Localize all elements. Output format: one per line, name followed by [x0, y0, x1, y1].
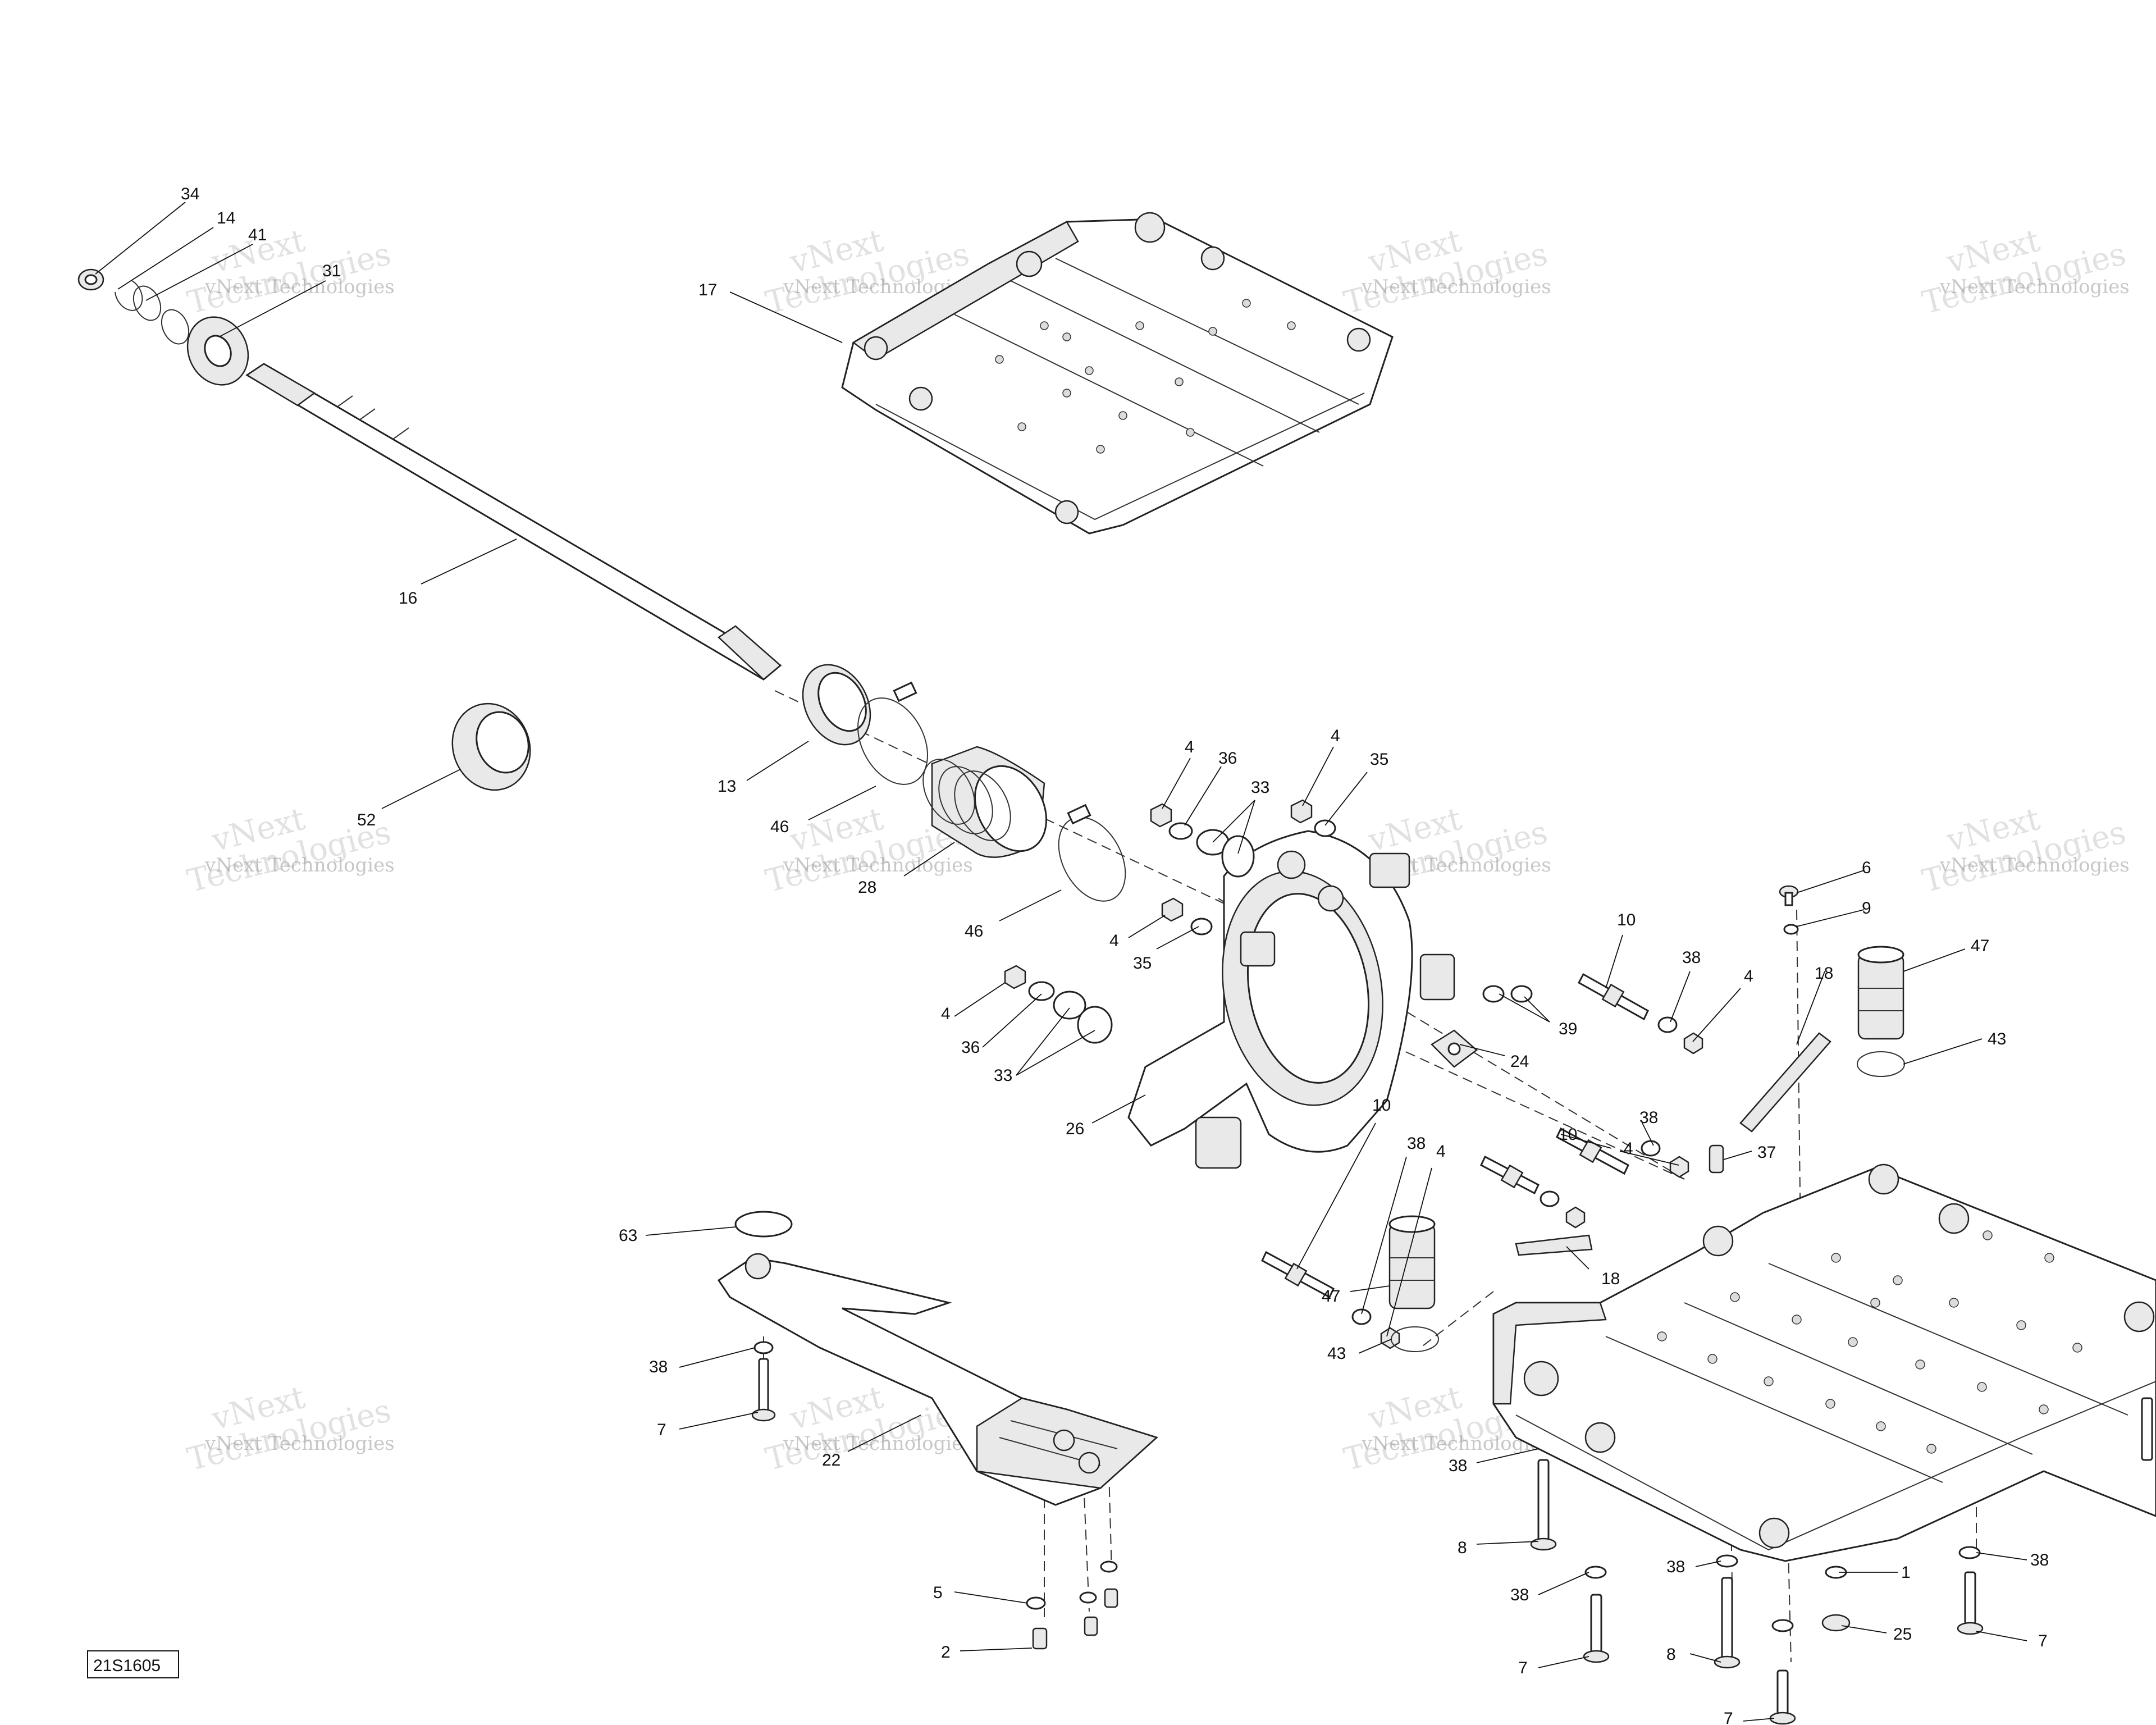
fastener-group-pump [1004, 799, 1703, 1349]
callout-label: 46 [770, 818, 789, 836]
hose-clamp-1 [857, 681, 928, 785]
callout-label: 31 [322, 262, 341, 280]
callout-label: 46 [965, 922, 983, 941]
callout-label: 35 [1133, 954, 1152, 973]
callout-label: 43 [1327, 1344, 1346, 1363]
o-ring [133, 285, 190, 345]
drive-shaft [245, 363, 782, 681]
watermark-text: vNext Technologies [1939, 276, 2130, 298]
fitting-47a [1857, 946, 1904, 1040]
callout-label: 4 [941, 1005, 951, 1023]
callout-label: 22 [822, 1451, 841, 1470]
callout-label: 13 [718, 777, 736, 796]
callout-label: 5 [933, 1583, 943, 1602]
callout-label: 39 [1559, 1020, 1577, 1038]
callout-label: 6 [1862, 859, 1871, 877]
callout-label: 7 [1724, 1709, 1733, 1725]
callout-label: 28 [858, 878, 876, 897]
callout-label: 36 [961, 1038, 980, 1057]
callout-label: 4 [1331, 727, 1340, 745]
watermark-text: vNext Technologies [1361, 276, 1551, 298]
callout-label: 10 [1617, 911, 1636, 929]
callout-label: 7 [1518, 1659, 1528, 1677]
watermark-text: vNext Technologies [204, 1432, 395, 1455]
callout-label: 38 [2030, 1551, 2049, 1569]
callout-label: 4 [1624, 1139, 1633, 1158]
callout-label: 38 [649, 1358, 668, 1376]
callout-label: 43 [1988, 1030, 2006, 1048]
hose-clamp-2 [1058, 804, 1126, 902]
callout-label: 4 [1744, 967, 1753, 985]
fitting-47b [1388, 1215, 1436, 1309]
figure-id-box: 21S1605 [87, 1650, 179, 1678]
lower-bolts [1530, 1397, 2153, 1725]
callout-label: 7 [2038, 1632, 2048, 1650]
spacer-bushing [451, 702, 531, 791]
callout-label: 52 [357, 811, 376, 829]
callout-label: 4 [1436, 1142, 1446, 1161]
callout-label: 9 [1862, 899, 1871, 918]
callout-label: 33 [994, 1066, 1012, 1085]
plug-37 [1709, 1144, 1724, 1174]
thrust-washer [186, 316, 249, 386]
watermark-text: vNext Technologies [204, 854, 395, 877]
screw-6 [1779, 885, 1799, 906]
callout-label: 47 [1971, 937, 1989, 955]
callout-label: 25 [1893, 1625, 1912, 1644]
callout-label: 38 [1449, 1457, 1467, 1475]
shaft-assembly [77, 268, 1126, 902]
callout-label: 41 [248, 226, 267, 244]
callout-label: 10 [1559, 1125, 1577, 1144]
circlip [115, 280, 143, 311]
seal-nut [77, 268, 104, 291]
callout-label: 4 [1109, 932, 1119, 950]
callout-label: 38 [1639, 1108, 1658, 1127]
callout-label: 37 [1757, 1143, 1776, 1162]
boot-ring [802, 664, 871, 746]
upper-hull-plate [841, 212, 1394, 535]
callout-label: 33 [1251, 778, 1269, 797]
callout-label: 63 [619, 1226, 637, 1245]
strip-18a [1739, 1032, 1831, 1133]
callout-numbers: 34 14 41 31 17 16 13 52 46 28 46 4 36 33… [181, 185, 2049, 1725]
callout-label: 16 [399, 589, 417, 608]
callout-label: 18 [1601, 1270, 1620, 1288]
watermark-text: vNext Technologies [1939, 854, 2130, 877]
callout-label: 4 [1185, 738, 1194, 756]
callout-label: 38 [1682, 948, 1701, 967]
callout-label: 17 [698, 281, 717, 299]
callout-label: 38 [1510, 1586, 1529, 1604]
callout-label: 8 [1458, 1539, 1467, 1557]
callout-label: 34 [181, 185, 199, 203]
callout-label: 36 [1218, 749, 1237, 768]
callout-label: 14 [217, 209, 235, 227]
figure-id-label: 21S1605 [93, 1656, 161, 1675]
watermark-text: vNext Technologies [783, 854, 973, 877]
callout-label: 26 [1066, 1120, 1084, 1138]
callout-label: 47 [1322, 1287, 1340, 1306]
callout-label: 18 [1815, 964, 1833, 983]
callout-label: 38 [1666, 1558, 1685, 1576]
pump-housing [1127, 830, 1455, 1169]
callout-label: 7 [657, 1421, 666, 1439]
callout-label: 2 [941, 1643, 951, 1662]
callout-label: 24 [1510, 1052, 1529, 1071]
drain-fitting [1431, 1029, 1478, 1068]
callout-label: 10 [1372, 1096, 1391, 1115]
watermark-text: vNext Technologies [783, 1432, 973, 1455]
rubber-boot [922, 746, 1048, 858]
leader-lines [95, 202, 2027, 1722]
callout-label: 1 [1901, 1563, 1911, 1582]
callout-label: 35 [1370, 750, 1388, 769]
right-small-parts [1388, 885, 1905, 1352]
steering-arm [717, 1211, 1158, 1650]
strip-18b [1515, 1234, 1593, 1256]
lower-hull-plate [1492, 1163, 2156, 1562]
callout-label: 38 [1407, 1134, 1426, 1153]
callout-label: 8 [1666, 1645, 1676, 1664]
